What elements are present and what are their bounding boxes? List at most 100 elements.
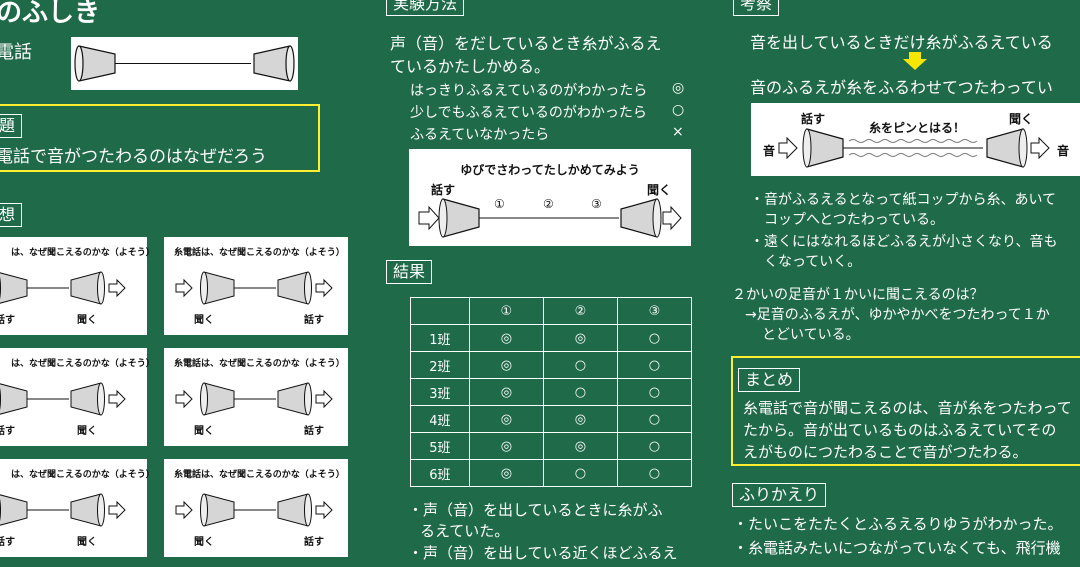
yosou-label: 想 (0, 203, 23, 227)
results-cell: ◎ (542, 432, 618, 460)
results-cell: ③ (616, 297, 693, 325)
matome-box (731, 356, 1080, 466)
results-row-label: 2班 (410, 351, 470, 379)
method-line-2: ているかたしかめる。 (390, 57, 551, 76)
prediction-card-title: は、なぜ聞こえるのかな（よそう） (11, 470, 155, 480)
results-cell: ◎ (468, 378, 544, 406)
kousatsu-caption: 糸をピンとはる！ (869, 121, 966, 135)
criteria-3-mark: × (672, 124, 684, 140)
prediction-card-title: は、なぜ聞こえるのかな（よそう） (11, 359, 155, 369)
prediction-card-speak: 話す (0, 426, 15, 437)
prediction-card-listen: 話す (304, 315, 324, 326)
furikaeri-line-2: ・糸電話みたいにつながっていなくても、飛行機 (733, 539, 1061, 557)
results-cell: ◎ (542, 324, 618, 352)
results-cell: ② (542, 297, 618, 325)
matome-line-3: えがものにつたわることで音がつたわる。 (743, 443, 1028, 461)
question-line: ２かいの足音が１かいに聞こえるのは？ (732, 287, 984, 303)
prediction-card: は、なぜ聞こえるのかな（よそう） 話す 聞く (0, 237, 155, 335)
prediction-card-title: 糸電話は、なぜ聞こえるのかな（よそう） (174, 470, 345, 480)
method-diagram-title: ゆびでさわってたしかめてみよう (460, 163, 640, 177)
kousatsu-speak: 話す (801, 112, 826, 126)
prediction-phone-icon (0, 271, 126, 305)
prediction-card-listen: 話す (304, 537, 324, 548)
results-row-label: 6班 (410, 459, 470, 487)
prediction-card: 糸電話は、なぜ聞こえるのかな（よそう） 聞く 話す (164, 348, 348, 446)
results-cell: ◎ (468, 324, 544, 352)
kousatsu-bullet-2a: ・遠くにはなれるほどふるえが小さくなり、音も (750, 234, 1058, 250)
method-diagram-speak: 話す (431, 183, 456, 197)
kousatsu-sound-out: 音 (1057, 144, 1070, 158)
middle-bullet-2a: ・声（音）を出している近くほどふるえ (408, 544, 678, 562)
prediction-card-speak: 聞く (194, 537, 214, 548)
results-cell: ◎ (468, 351, 544, 379)
prediction-phone-icon (0, 493, 126, 527)
results-cell: ◎ (468, 432, 544, 460)
jikken-label: 実験方法 (386, 0, 465, 16)
prediction-phone-icon (0, 382, 126, 416)
results-cell: ○ (616, 405, 693, 433)
method-point-3: ③ (591, 197, 602, 211)
method-point-2: ② (543, 197, 554, 211)
prediction-card-title: 糸電話は、なぜ聞こえるのかな（よそう） (174, 359, 345, 369)
results-row-label: 5班 (410, 432, 470, 460)
prediction-card-listen: 聞く (77, 315, 97, 326)
method-phone-icon (418, 198, 682, 238)
method-diagram-listen: 聞く (647, 183, 672, 197)
prediction-card-title: は、なぜ聞こえるのかな（よそう） (11, 248, 155, 258)
answer-line-1: →足音のふるえが、ゆかやかべをつたわって１か (745, 307, 1050, 323)
kousatsu-sound-in: 音 (763, 144, 776, 158)
left-phone-image (71, 37, 298, 90)
kousatsu-line-1: 音を出しているときだけ糸がふるえている (750, 33, 1053, 52)
prediction-card: 糸電話は、なぜ聞こえるのかな（よそう） 聞く 話す (164, 237, 348, 335)
kousatsu-bullet-1b: コップへとつたわっている。 (764, 212, 945, 228)
method-point-1: ① (494, 197, 505, 211)
prediction-card: 糸電話は、なぜ聞こえるのかな（よそう） 聞く 話す (164, 459, 348, 557)
results-cell: ◎ (468, 459, 544, 487)
table-row: 1班◎◎○ (410, 324, 693, 352)
criteria-1-mark: ◎ (672, 80, 685, 96)
matome-line-2: たから。音が出ているものはふるえていてその (743, 421, 1057, 439)
kousatsu-line-2: 音のふるえが糸をふるわせてつたわってい (750, 78, 1053, 97)
results-row-label (410, 297, 470, 325)
mondai-text: 電話で音がつたわるのはなぜだろう (0, 147, 267, 167)
table-row: 4班◎◎○ (410, 405, 693, 433)
results-cell: ① (468, 297, 544, 325)
results-cell: ◎ (542, 405, 618, 433)
prediction-card-title: 糸電話は、なぜ聞こえるのかな（よそう） (174, 248, 345, 258)
results-cell: ○ (542, 378, 618, 406)
results-row-label: 1班 (410, 324, 470, 352)
results-cell: ○ (542, 459, 618, 487)
results-row-label: 3班 (410, 378, 470, 406)
kousatsu-bullet-2b: くなっていく。 (764, 254, 862, 270)
prediction-card-speak: 話す (0, 315, 15, 326)
middle-bullet-1b: るえていた。 (420, 522, 510, 540)
prediction-phone-icon (175, 382, 333, 416)
prediction-card-speak: 聞く (194, 426, 214, 437)
prediction-phone-icon (175, 493, 333, 527)
results-cell: ○ (616, 351, 693, 379)
results-cell: ◎ (468, 405, 544, 433)
kousatsu-listen: 聞く (1009, 112, 1034, 126)
down-arrow-icon (903, 52, 927, 70)
results-cell: ○ (616, 378, 693, 406)
criteria-2-text: 少しでもふるえているのがわかったら (410, 105, 647, 121)
prediction-card-speak: 聞く (194, 315, 214, 326)
prediction-card-listen: 話す (304, 426, 324, 437)
mondai-label: 題 (0, 114, 23, 138)
results-cell: ○ (616, 432, 693, 460)
criteria-3-text: ふるえていなかったら (410, 127, 550, 143)
table-row: 5班◎◎○ (410, 432, 693, 460)
mondai-box (0, 104, 320, 172)
matome-line-1: 糸電話で音が聞こえるのは、音が糸をつたわって (743, 399, 1072, 417)
results-cell: ○ (616, 324, 693, 352)
answer-line-2: とどいている。 (762, 327, 860, 343)
furikaeri-label: ふりかえり (732, 483, 827, 507)
prediction-card-speak: 話す (0, 537, 15, 548)
left-denwa-label: 電話 (0, 42, 32, 63)
table-row: 2班◎○○ (410, 351, 693, 379)
matome-label: まとめ (738, 368, 801, 392)
kousatsu-label: 考察 (733, 0, 780, 16)
vibration-phone-icon (778, 128, 1050, 168)
